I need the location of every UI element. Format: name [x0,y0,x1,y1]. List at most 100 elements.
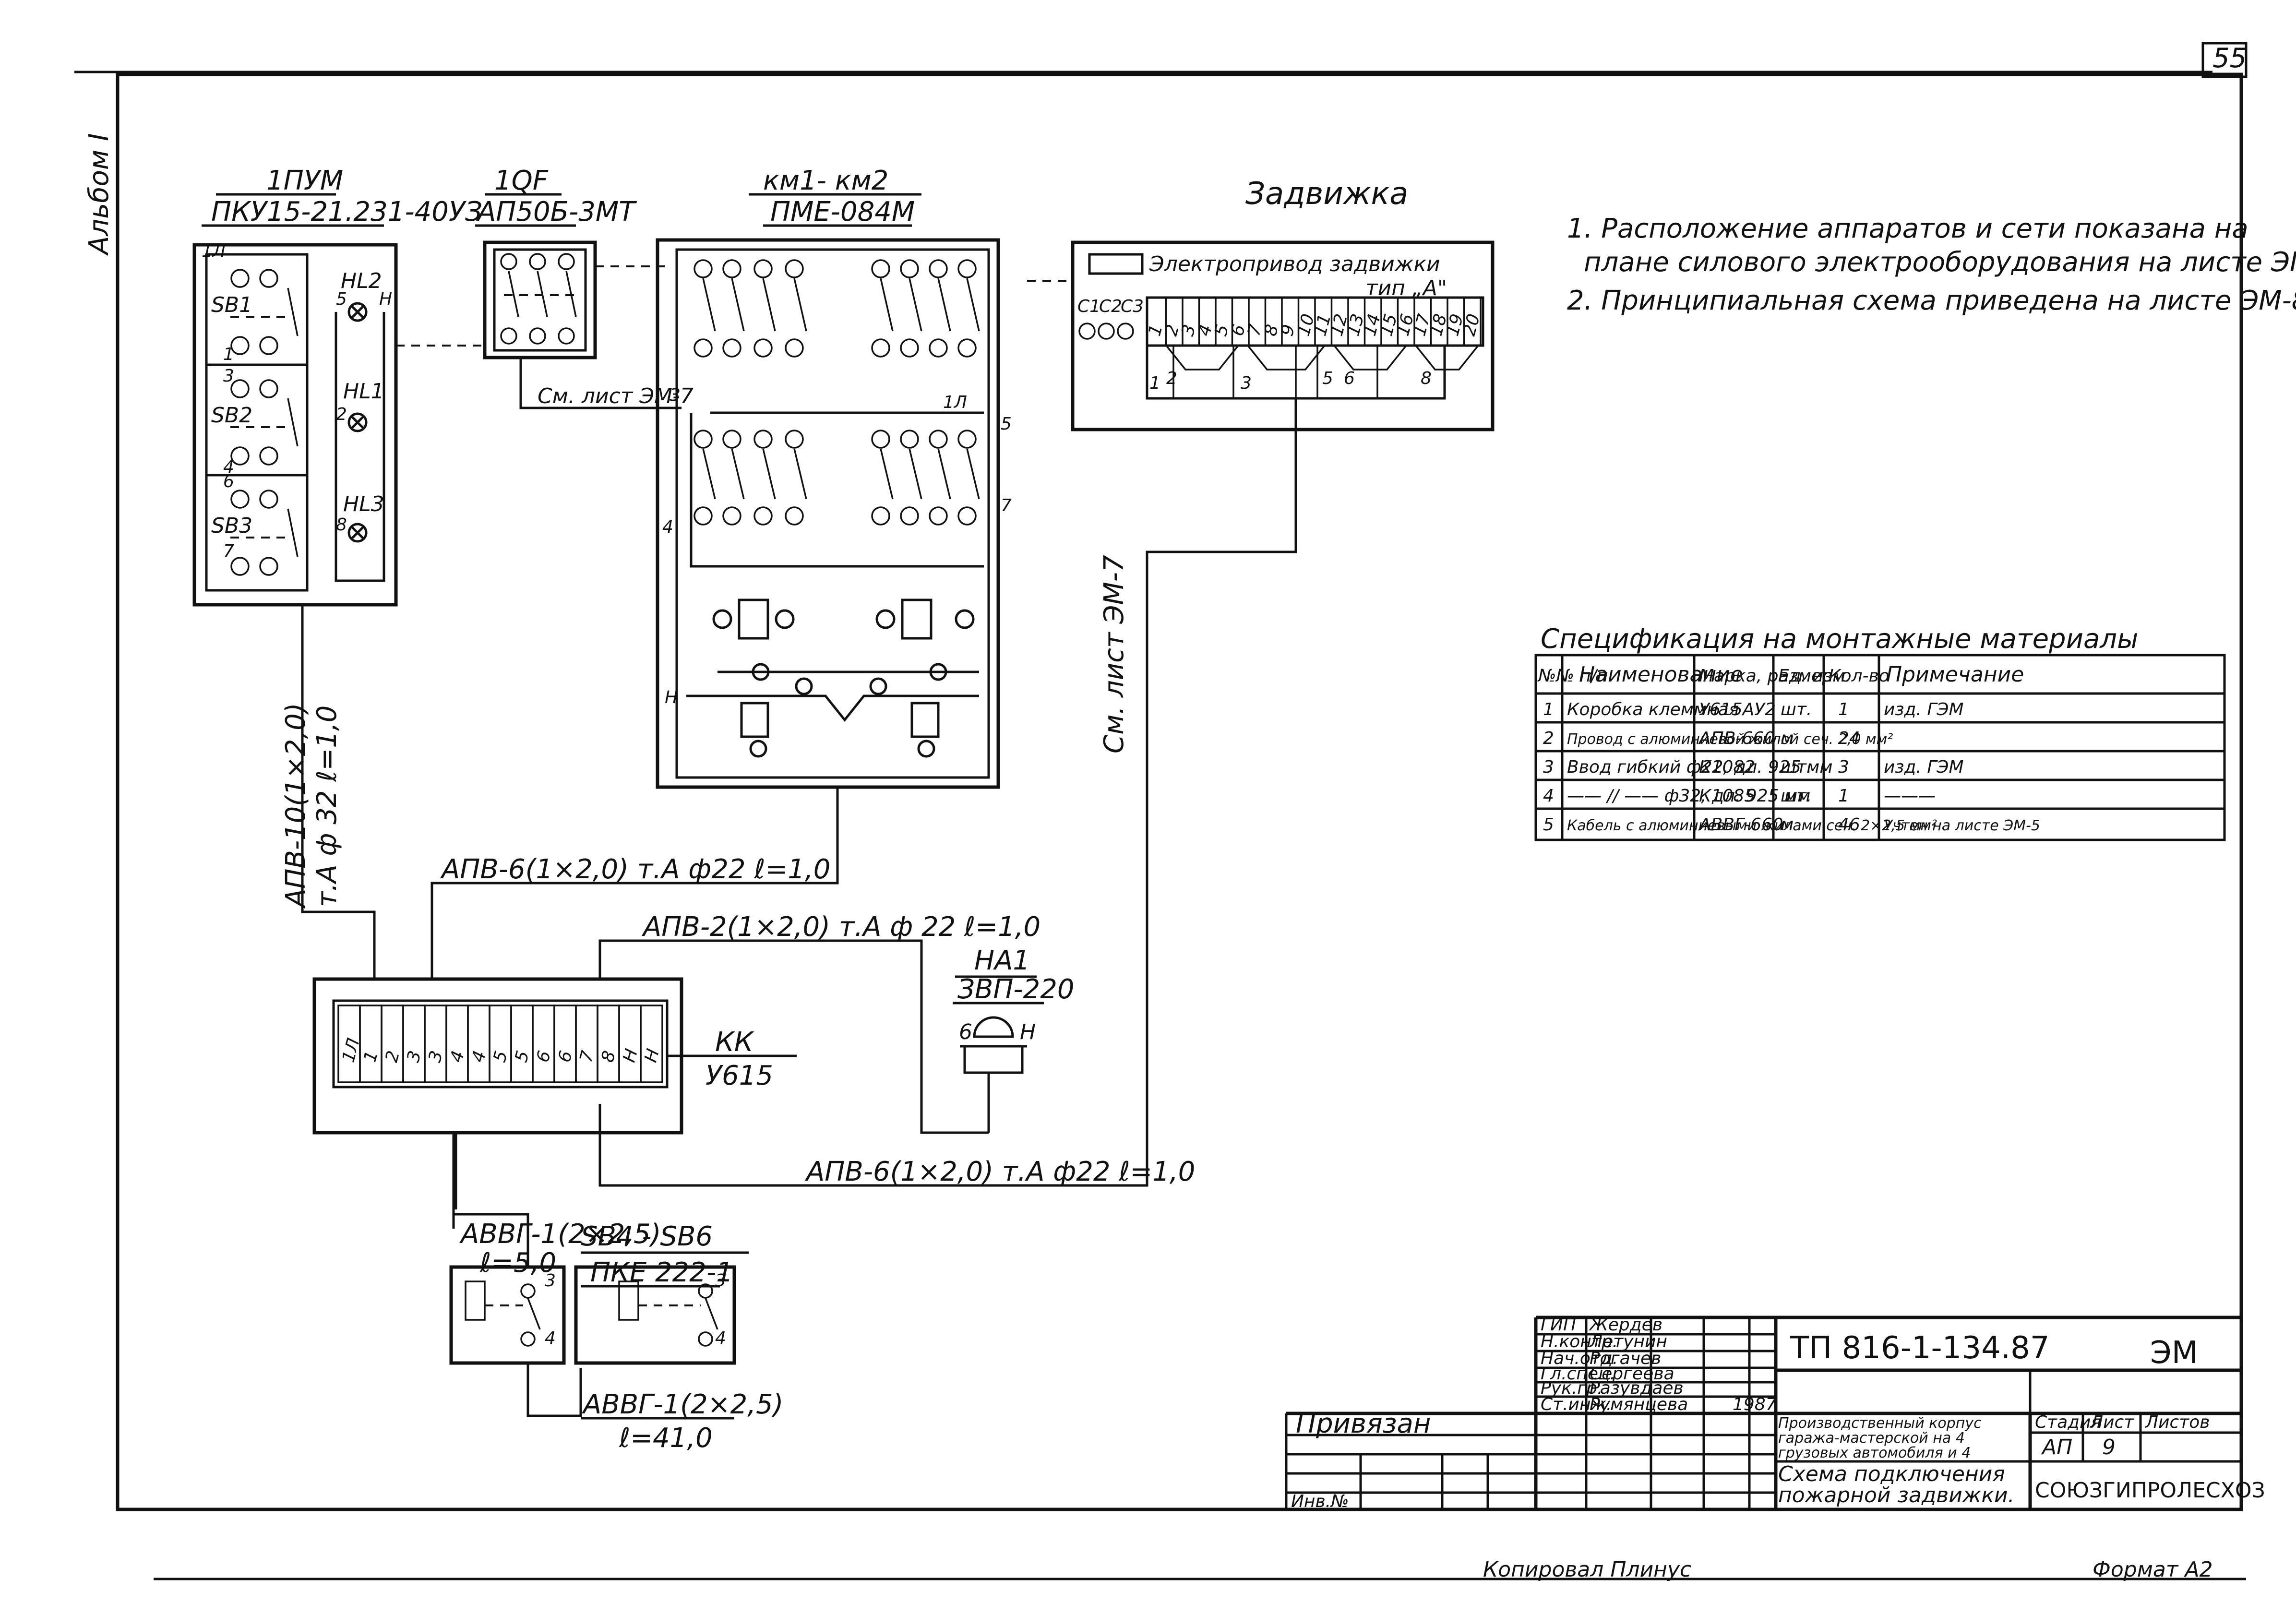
kk-terminal-cell [532,1005,555,1083]
km-term-1l: 1Л [943,393,967,412]
tb-role-3: Гл.спец. [1541,1364,1615,1384]
pb1-term-4: 4 [545,1328,556,1348]
km-term-3: 3 [670,385,681,405]
kk-terminal-cell [467,1005,490,1083]
tb-year: 1987 [1733,1395,1777,1414]
note-1: 1. Расположение аппаратов и сети показан… [1567,213,2248,244]
footer-format: Формат А2 [2093,1557,2213,1582]
spec-cell-r1-c4: шт. [1781,700,1812,719]
pb1-term-3: 3 [545,1271,556,1291]
tb-name-4: Разувдаев [1590,1378,1684,1398]
cable-c4: АПВ-6(1×2,0) т.А ф22 ℓ=1,0 [805,1156,1195,1187]
tb-role-4: Рук.гр. [1541,1378,1602,1398]
tb-name-0: Жердев [1589,1315,1662,1335]
spec-cell-r4-c2: —— // —— ф32, дл. 925 мм [1567,786,1810,806]
kk-terminal-5: 4 [446,1049,468,1065]
cable-valve-to-kk [598,398,1297,1187]
tb-sheets-h: Листов [2144,1412,2210,1432]
sb1-label: SB1 [211,293,252,317]
spec-cell-r3-c4: шт. [1781,757,1812,777]
tb-role-0: ГИП [1541,1315,1576,1335]
term-3: 3 [223,366,234,386]
term-1: 1 [223,345,234,364]
wire-to-sb4 [452,1142,529,1267]
pb2-term-4: 4 [715,1328,726,1348]
valve-drive: Электропривод задвижки тип „А" С1 С2 С3 … [1071,240,1495,431]
spec-h-num: №№ п/п [1537,666,1608,686]
tb-name-3: Сергеева [1590,1364,1674,1384]
spec-h-qty: Кол-во [1829,666,1889,686]
pushbutton-box-1: 3 4 [449,1265,566,1365]
spec-cell-r2-c1: 2 [1543,729,1554,748]
term-6: 6 [223,472,234,491]
spec-table [1534,654,2226,841]
pb-id: SB4 - SB6 [581,1221,713,1252]
spec-cell-r1-c6: изд. ГЭМ [1884,700,1964,719]
spec-cell-r5-c2: Кабель с алюминиевыми жилами сеч. 2×2,5 … [1567,817,1937,834]
breaker-id: 1QF [494,165,549,196]
spec-cell-r2-c3: АПВ-660 [1698,729,1775,748]
ref-em7-left: См. лист ЭМ-7 [538,384,694,408]
km-term-n: Н [665,688,678,707]
kk-terminal-cell [618,1005,642,1083]
breaker-1qf: 1QF АП50Б-3МТ [475,165,637,359]
cable-c3: АПВ-2(1×2,0) т.А ф 22 ℓ=1,0 [642,911,1040,943]
tb-object-wrap: Производственный корпус гаража-мастерско… [1778,1416,1982,1461]
sounder-id: НА1 [974,945,1030,976]
tb-object: Производственный корпус гаража-мастерско… [1778,1416,1982,1461]
kk-terminal-10: 6 [554,1049,576,1065]
hl2-label: HL2 [341,269,382,293]
contactors-type: ПМЕ-084М [770,196,915,227]
tb-stage: АП [2041,1435,2072,1459]
cable-c2: АПВ-6(1×2,0) т.А ф22 ℓ=1,0 [440,854,830,885]
wire-km-to-kk [430,787,839,979]
tb-sheet: 9 [2102,1435,2116,1459]
valve-bt-6: 6 [1344,369,1355,388]
tb-name-2: Рогачев [1590,1349,1661,1368]
kk-type: У615 [706,1060,773,1091]
kk-terminal-cell [402,1005,426,1083]
kk-terminal-cell [489,1005,512,1083]
spec-cell-r2-c5: 24 [1838,729,1860,748]
tb-name-5: Румянцева [1590,1395,1688,1414]
breaker-type: АП50Б-3МТ [476,196,637,227]
kk-terminal-7: 5 [490,1049,512,1065]
wire-sb4-sb5 [526,1363,582,1417]
title-block [1285,1316,2241,1509]
tb-sheet-title-wrap: Схема подключения пожарной задвижки. [1778,1464,2015,1506]
spec-cell-r2-c2: Провод с алюминиевой жилой сеч. 2,0 мм² [1567,731,1893,748]
km-term-4: 4 [662,517,673,537]
spec-cell-r3-c3: К1082 [1699,757,1755,777]
valve-c3: С3 [1121,297,1144,316]
spec-cell-r1-c2: Коробка клеммная [1567,700,1739,719]
spec-cell-r4-c4: шт. [1781,786,1812,806]
sb3-label: SB3 [211,514,252,538]
term-7: 7 [223,541,234,561]
spec-cell-r4-c6: ——— [1884,786,1936,806]
valve-title: Задвижка [1245,176,1408,212]
valve-bt-1: 1 [1149,373,1160,393]
kk-id: КК [715,1027,754,1058]
spec-cell-r1-c5: 1 [1838,700,1849,719]
tb-stage-h: Стадия [2035,1412,2101,1432]
wire-kk-to-sounder [598,939,989,1134]
cable-c1: АПВ-10(1×2,0) [280,703,311,909]
cable-c5b: ℓ=5,0 [479,1247,556,1279]
valve-c1: С1 [1077,297,1100,316]
hl3-label: HL3 [343,492,384,516]
cable-c6: АВВГ-1(2×2,5) [582,1389,783,1420]
kk-terminal-cell [575,1005,598,1083]
tb-org: СОЮЗГИПРОЛЕСХОЗ [2035,1478,2265,1503]
kk-terminal-1: 1 [360,1049,382,1065]
spec-cell-r5-c1: 5 [1543,815,1554,835]
spec-h-mark: Марка, размер [1699,666,1833,686]
kk-terminal-2: 2 [382,1049,404,1065]
spec-cell-r2-c4: м [1781,729,1794,748]
spec-cell-r5-c5: 46 [1838,815,1860,835]
term-8: 8 [336,515,347,535]
breaker-to-km-wire [519,358,682,409]
spec-cell-r4-c3: К1085 [1699,786,1755,806]
